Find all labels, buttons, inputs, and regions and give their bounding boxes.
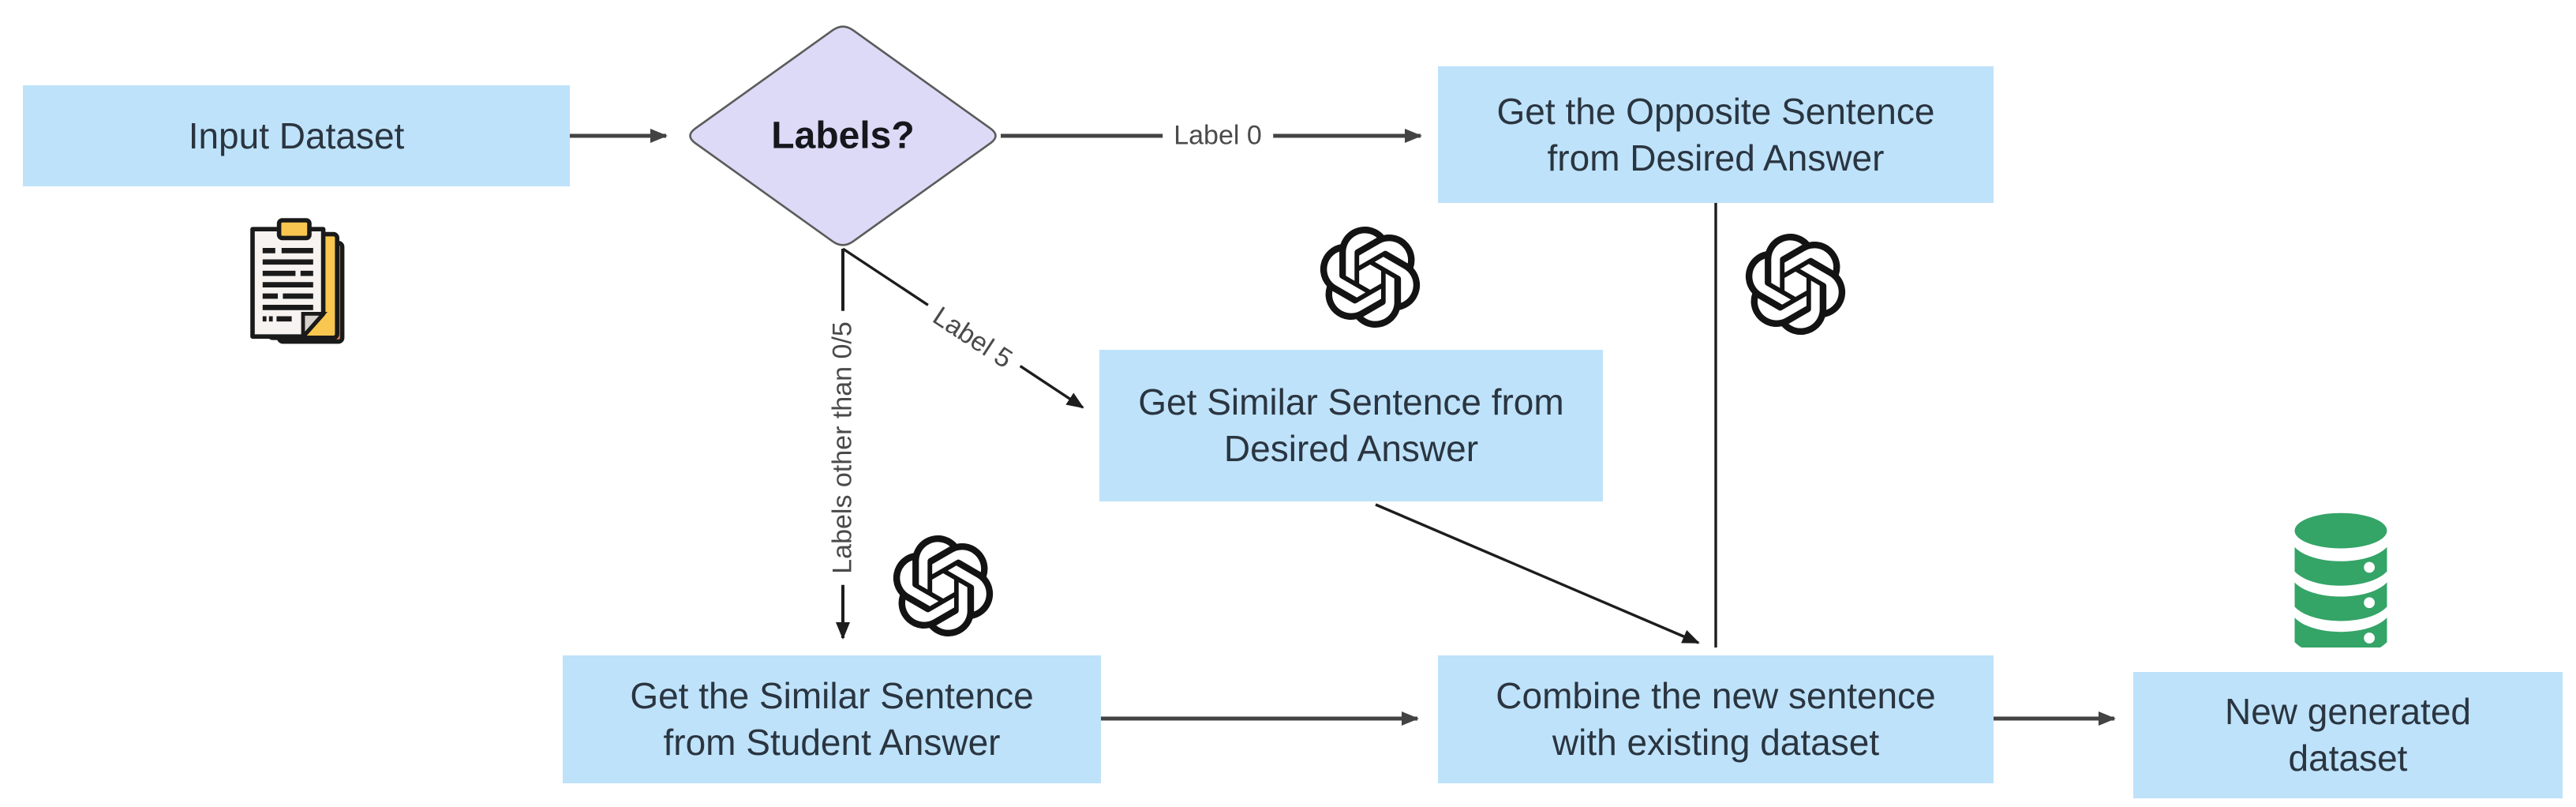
edge-label-0: Label 0 xyxy=(1163,118,1273,153)
node-get-similar-sentence-desired: Get Similar Sentence from Desired Answer xyxy=(1099,350,1603,501)
node-input-dataset: Input Dataset xyxy=(23,85,570,186)
edge-similar-desired-to-combine xyxy=(1375,503,1700,644)
documents-icon xyxy=(250,218,345,344)
node-get-similar-sentence-student: Get the Similar Sentence from Student An… xyxy=(563,655,1101,783)
openai-logo-icon xyxy=(893,535,994,636)
openai-logo-icon xyxy=(1320,227,1421,328)
openai-logo-icon xyxy=(1745,234,1846,335)
decision-labels-question: Labels? xyxy=(771,114,915,157)
edge-label-other-than-0-5: Labels other than 0/5 xyxy=(826,310,860,585)
node-new-generated-dataset: New generated dataset xyxy=(2133,672,2563,798)
node-get-opposite-sentence: Get the Opposite Sentence from Desired A… xyxy=(1438,66,1994,203)
decision-diamond xyxy=(689,25,997,246)
node-combine-with-existing-dataset: Combine the new sentence with existing d… xyxy=(1438,655,1994,783)
database-icon xyxy=(2294,512,2387,647)
